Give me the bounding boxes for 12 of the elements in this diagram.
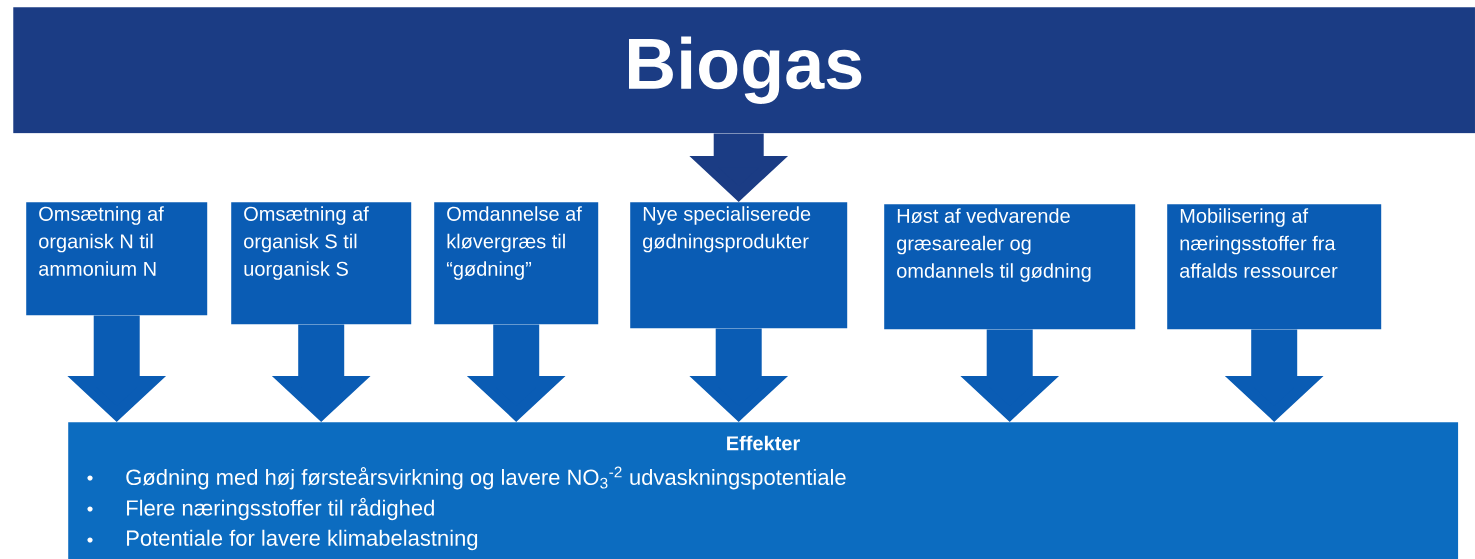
bullet-item: Flere næringsstoffer til rådighed <box>87 497 434 521</box>
process-box: Omsætning af organisk N til ammonium N <box>26 202 208 316</box>
process-box: Omsætning af organisk S til uorganisk S <box>231 202 412 325</box>
process-box: Omdannelse af kløvergræs til “gødning” <box>434 202 599 325</box>
bullet-item: Gødning med høj førsteårsvirkning og lavere NO$_{3}$$^{-2}$ udvaskningspotentiale <box>87 466 846 490</box>
bullet-item: Potentiale for lavere klimabelastning <box>87 529 478 551</box>
process-box: Høst af vedvarende græsarealer og omdannels til gødning <box>884 204 1136 330</box>
process-box: Nye specialiserede gødningsprodukter <box>630 202 848 329</box>
process-box: Mobilisering af næringsstoffer fra affalds ressourcer <box>1167 204 1382 330</box>
effects-panel <box>68 422 1459 559</box>
title-banner: Biogas <box>13 7 1475 134</box>
effects-heading: Effekter <box>727 435 800 451</box>
